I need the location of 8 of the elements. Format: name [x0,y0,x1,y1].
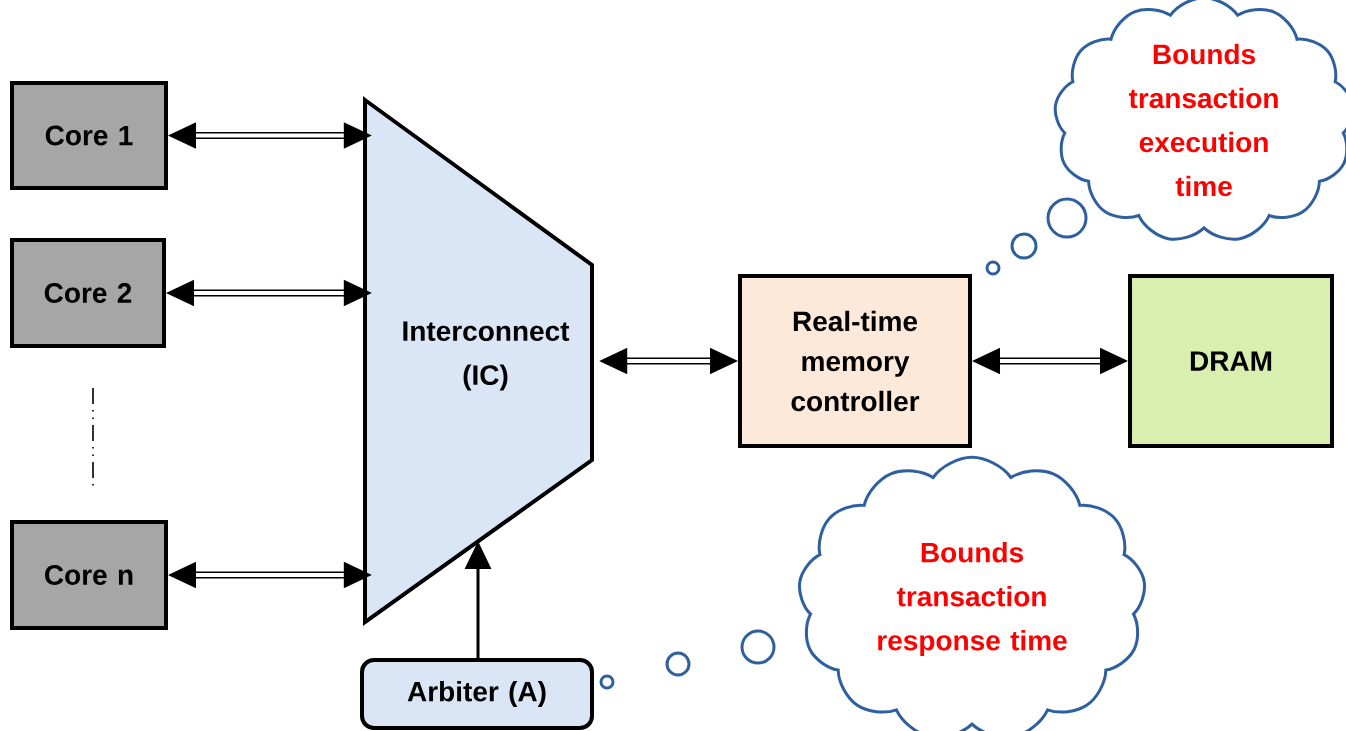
thought-cloud: Bounds transaction response time [798,455,1147,731]
thought-cloud: Bounds transaction execution time [1053,0,1346,241]
core-box: Core 2 [10,238,166,348]
controller-box: Real-time memory controller [738,274,972,448]
core-box: Core 1 [10,81,168,190]
dram-box: DRAM [1128,274,1334,448]
arbiter-box: Arbiter (A) [360,658,594,730]
core-box: Core n [10,520,168,630]
